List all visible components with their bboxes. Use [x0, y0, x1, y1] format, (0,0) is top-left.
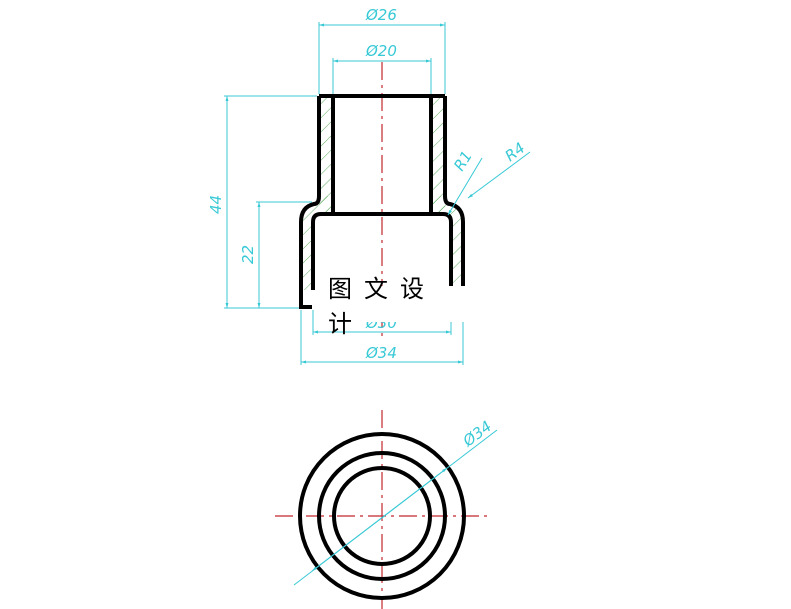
- dimensions-front: [224, 22, 531, 365]
- part-outline: [299, 94, 465, 309]
- section-hatching: [301, 96, 463, 290]
- dim-top-outer-dia: Ø26: [365, 6, 397, 24]
- dim-bottom-outer-dia: Ø34: [365, 344, 397, 362]
- dim-fillet-r4: R4: [502, 139, 529, 165]
- dim-fillet-r1: R1: [450, 148, 476, 174]
- dim-top-inner-dia: Ø20: [365, 42, 397, 60]
- outer-circle: [298, 432, 466, 600]
- watermark: 图文设计: [318, 275, 468, 338]
- dim-total-height: 44: [207, 195, 225, 214]
- dim-lower-height: 22: [239, 245, 257, 264]
- top-view: Ø34: [275, 410, 498, 609]
